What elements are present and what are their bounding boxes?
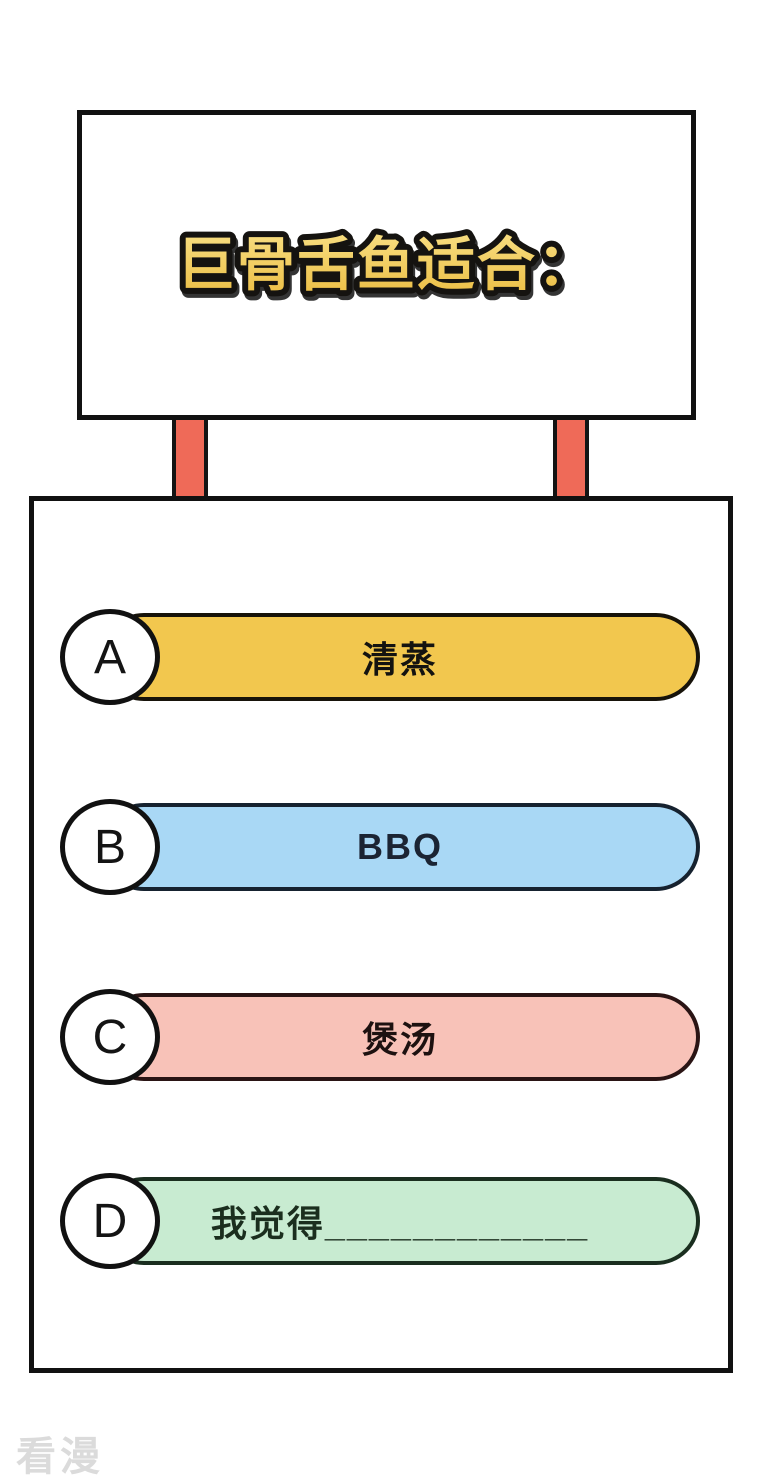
option-a-label: 清蒸 [361, 639, 438, 680]
question-title-text: 巨骨舌鱼适合： [176, 233, 596, 298]
option-d-badge: D [60, 1173, 160, 1269]
option-a-badge: A [60, 609, 160, 705]
option-b-badge: B [60, 799, 160, 895]
option-a[interactable]: 清蒸 A [60, 609, 706, 705]
signpost-leg-right [553, 414, 589, 502]
option-a-pill: 清蒸 [100, 613, 700, 701]
question-title: 巨骨舌鱼适合： [170, 227, 600, 304]
options-panel: 清蒸 A BBQ B 煲汤 C 我觉得____________ [29, 496, 733, 1373]
option-d[interactable]: 我觉得____________ D [60, 1173, 706, 1269]
option-a-letter: A [93, 630, 126, 684]
option-d-label: 我觉得____________ [210, 1203, 590, 1244]
option-c-pill: 煲汤 [100, 993, 700, 1081]
signpost-leg-left [172, 414, 208, 502]
option-b-letter: B [93, 820, 126, 874]
option-c-label: 煲汤 [361, 1019, 438, 1060]
option-b-pill: BBQ [100, 803, 700, 891]
question-board: 巨骨舌鱼适合： [77, 110, 696, 420]
option-c-badge: C [60, 989, 160, 1085]
option-d-pill: 我觉得____________ [100, 1177, 700, 1265]
option-b[interactable]: BBQ B [60, 799, 706, 895]
option-c-letter: C [92, 1010, 128, 1064]
option-d-letter: D [92, 1194, 128, 1248]
option-b-label: BBQ [357, 826, 443, 867]
option-c[interactable]: 煲汤 C [60, 989, 706, 1085]
watermark: 看漫 [16, 1435, 104, 1479]
